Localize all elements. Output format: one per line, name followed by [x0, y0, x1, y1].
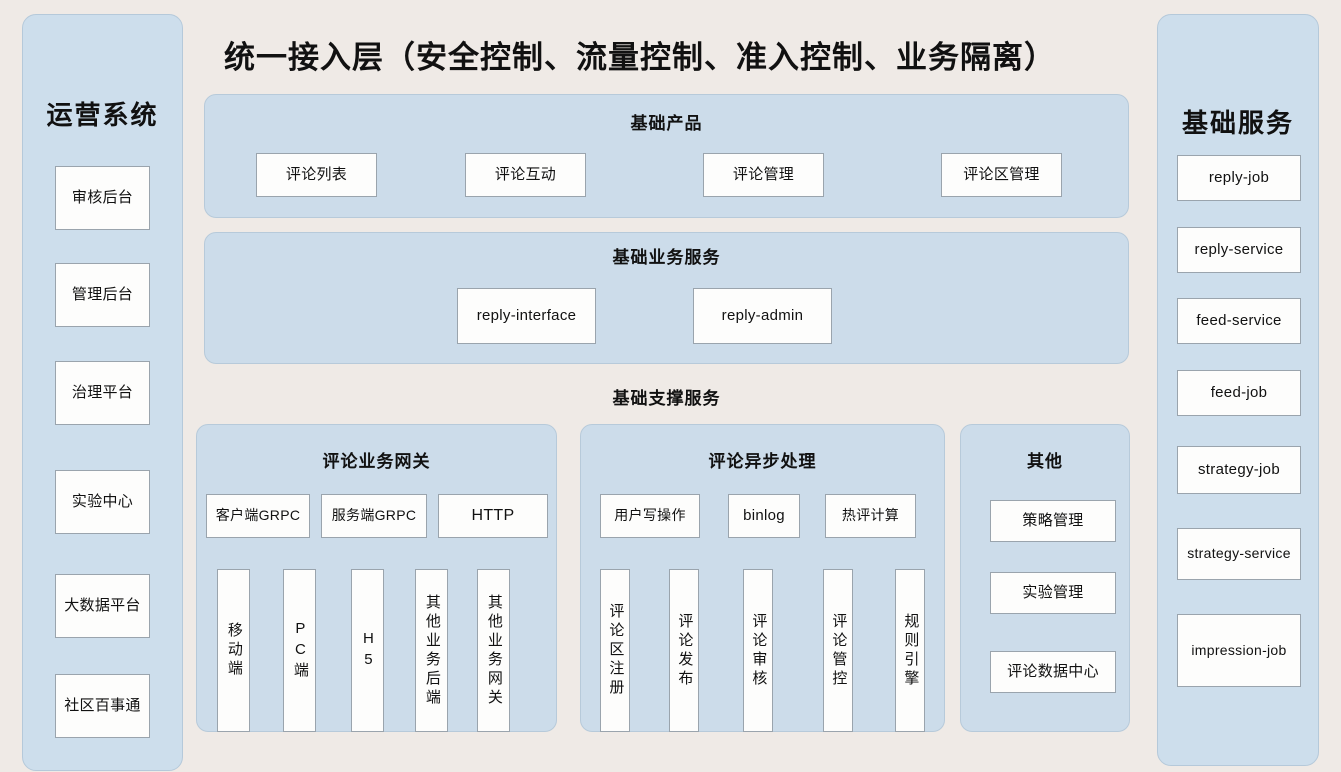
base-service-strategy-service[interactable]: strategy-service: [1177, 528, 1301, 580]
async-task-comment-audit[interactable]: 评论审核: [743, 569, 773, 732]
other-item-strategy-management[interactable]: 策略管理: [990, 500, 1116, 542]
gateway-protocol-client-grpc[interactable]: 客户端GRPC: [206, 494, 310, 538]
gateway-client-other-business-backend[interactable]: 其他业务后端: [415, 569, 448, 732]
left-sidebar-title: 运营系统: [46, 100, 159, 130]
async-task-comment-control[interactable]: 评论管控: [823, 569, 853, 732]
base-service-strategy-job[interactable]: strategy-job: [1177, 446, 1301, 494]
comment-gateway-title: 评论业务网关: [322, 452, 431, 471]
right-sidebar-title: 基础服务: [1181, 108, 1294, 138]
gateway-client-other-business-gateway[interactable]: 其他业务网关: [477, 569, 510, 732]
basic-product-item-comment-interaction[interactable]: 评论互动: [465, 153, 586, 197]
gateway-protocol-server-grpc[interactable]: 服务端GRPC: [321, 494, 427, 538]
base-service-feed-job[interactable]: feed-job: [1177, 370, 1301, 416]
business-service-item-reply-interface[interactable]: reply-interface: [457, 288, 596, 344]
async-source-user-write[interactable]: 用户写操作: [600, 494, 700, 538]
basic-product-item-comment-list[interactable]: 评论列表: [256, 153, 377, 197]
basic-product-item-comment-management[interactable]: 评论管理: [703, 153, 824, 197]
sidebar-item-governance-platform[interactable]: 治理平台: [55, 361, 150, 425]
async-source-hot-comment-calc[interactable]: 热评计算: [825, 494, 916, 538]
sidebar-item-experiment-center[interactable]: 实验中心: [55, 470, 150, 534]
support-service-label: 基础支撑服务: [612, 389, 721, 408]
other-item-experiment-management[interactable]: 实验管理: [990, 572, 1116, 614]
async-source-binlog[interactable]: binlog: [728, 494, 800, 538]
other-item-comment-data-center[interactable]: 评论数据中心: [990, 651, 1116, 693]
async-task-comment-publish[interactable]: 评论发布: [669, 569, 699, 732]
other-panel-title: 其他: [1027, 452, 1063, 471]
base-service-feed-service[interactable]: feed-service: [1177, 298, 1301, 344]
business-service-item-reply-admin[interactable]: reply-admin: [693, 288, 832, 344]
comment-async-title: 评论异步处理: [708, 452, 817, 471]
gateway-client-h5[interactable]: H5: [351, 569, 384, 732]
sidebar-item-bigdata-platform[interactable]: 大数据平台: [55, 574, 150, 638]
basic-business-service-panel: 基础业务服务: [204, 232, 1129, 364]
gateway-client-mobile[interactable]: 移动端: [217, 569, 250, 732]
basic-business-service-title: 基础业务服务: [612, 248, 721, 267]
sidebar-item-community-info[interactable]: 社区百事通: [55, 674, 150, 738]
base-service-reply-job[interactable]: reply-job: [1177, 155, 1301, 201]
gateway-protocol-http[interactable]: HTTP: [438, 494, 548, 538]
sidebar-item-audit-backend[interactable]: 审核后台: [55, 166, 150, 230]
async-task-comment-area-register[interactable]: 评论区注册: [600, 569, 630, 732]
page-title: 统一接入层（安全控制、流量控制、准入控制、业务隔离）: [224, 40, 1056, 75]
gateway-client-pc[interactable]: PC端: [283, 569, 316, 732]
basic-product-title: 基础产品: [630, 114, 703, 133]
sidebar-item-management-backend[interactable]: 管理后台: [55, 263, 150, 327]
base-service-reply-service[interactable]: reply-service: [1177, 227, 1301, 273]
base-service-impression-job[interactable]: impression-job: [1177, 614, 1301, 687]
async-task-rule-engine[interactable]: 规则引擎: [895, 569, 925, 732]
basic-product-item-comment-area-management[interactable]: 评论区管理: [941, 153, 1062, 197]
